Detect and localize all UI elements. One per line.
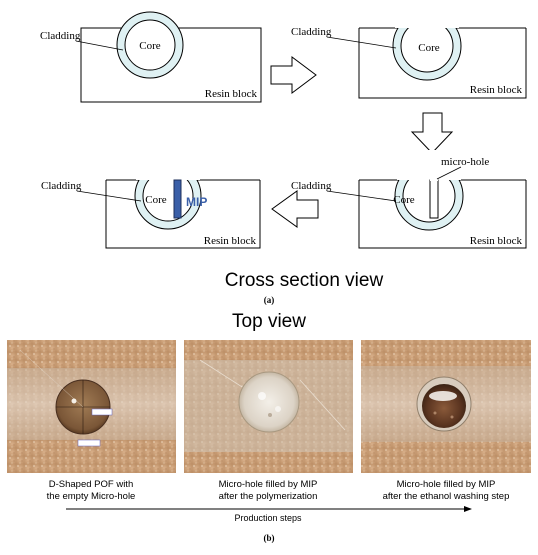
diagram-step-1: Core Cladding Resin block — [40, 11, 262, 103]
photo-3-dot-2 — [450, 415, 454, 419]
resin-label-1: Resin block — [205, 88, 258, 100]
photo-1-scratch — [19, 349, 84, 408]
micro-hole-slot — [429, 179, 439, 219]
core-label-2: Core — [418, 42, 440, 54]
cladding-label-2: Cladding — [291, 26, 332, 38]
top-view-title: Top view — [232, 311, 306, 332]
photo-2 — [184, 340, 353, 473]
caption-2-line-2: after the polymerization — [219, 491, 318, 502]
caption-3-line-2: after the ethanol washing step — [383, 491, 510, 502]
core-label-1: Core — [139, 40, 161, 52]
photo-2-spot-1 — [258, 392, 266, 400]
cut-mask-4 — [105, 150, 262, 180]
diagram-step-3: Core micro-hole Cladding Resin block — [291, 150, 528, 249]
cladding-label-4: Cladding — [41, 180, 82, 192]
photo-3 — [361, 340, 531, 473]
panel-a-label: (a) — [264, 295, 275, 305]
panel-b-label: (b) — [264, 533, 275, 543]
arrow-down — [410, 112, 454, 154]
photo-2-spot-2 — [275, 406, 281, 412]
photo-1 — [7, 340, 176, 473]
production-steps-label: Production steps — [234, 513, 302, 523]
photo-3-hole — [422, 384, 466, 428]
cladding-pointer-2 — [326, 36, 397, 49]
cross-section-title: Cross section view — [225, 270, 384, 291]
photo-2-hole — [238, 371, 300, 433]
cladding-label-1: Cladding — [40, 30, 81, 42]
cladding-pointer-4 — [76, 190, 142, 202]
mip-label: MIP — [186, 195, 207, 209]
cladding-label-3: Cladding — [291, 180, 332, 192]
photo-2-streak-1 — [199, 359, 251, 393]
photo-1-measure-tag-2 — [77, 439, 101, 447]
caption-1-line-1: D-Shaped POF with — [49, 479, 133, 490]
diagram-step-4: Core MIP Cladding Resin block — [41, 150, 262, 249]
cut-mask-2 — [358, 0, 528, 28]
resin-label-4: Resin block — [204, 235, 257, 247]
resin-label-3: Resin block — [470, 235, 523, 247]
mip-fill — [173, 179, 182, 219]
cut-mask-3 — [358, 150, 528, 180]
photo-2-spot-3 — [268, 413, 272, 417]
photo-1-measure-tag-1 — [91, 408, 113, 416]
resin-label-2: Resin block — [470, 84, 523, 96]
caption-3-line-1: Micro-hole filled by MIP — [397, 479, 496, 490]
cladding-pointer-1 — [75, 40, 124, 51]
arrow-right — [270, 56, 317, 94]
caption-2-line-1: Micro-hole filled by MIP — [219, 479, 318, 490]
core-1 — [124, 19, 176, 71]
caption-1-line-2: the empty Micro-hole — [47, 491, 136, 502]
photo-1-glint — [71, 398, 77, 404]
photo-2-streak-2 — [299, 379, 346, 431]
arrow-left — [271, 190, 319, 228]
micro-hole-label: micro-hole — [441, 156, 489, 168]
cladding-pointer-3 — [326, 190, 397, 202]
photo-3-dot-1 — [433, 411, 437, 415]
core-label-3: Core — [393, 194, 415, 206]
core-label-4: Core — [145, 194, 167, 206]
micro-hole-pointer — [436, 166, 462, 180]
photo-3-glare — [429, 391, 457, 401]
diagram-step-2: Core Cladding Resin block — [291, 0, 528, 99]
